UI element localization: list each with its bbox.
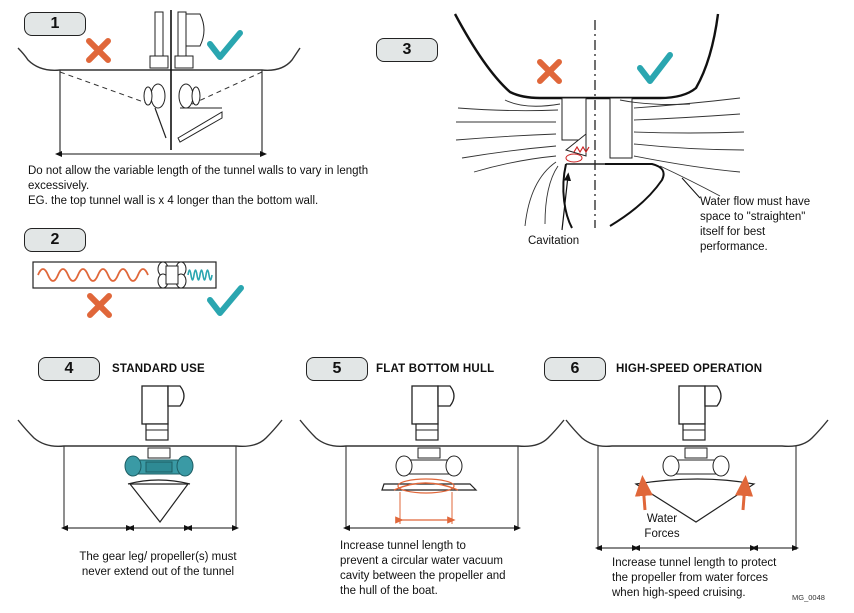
panel-6-heading: HIGH-SPEED OPERATION — [616, 363, 763, 375]
panel-1-number: 1 — [50, 15, 60, 32]
panel-6-forces-label-line: Water — [646, 513, 678, 525]
panel-5-caption: Increase tunnel length to prevent a circ… — [340, 539, 506, 599]
panel-1-caption-line: EG. the top tunnel wall is x 4 longer th… — [28, 195, 319, 207]
panel-4-caption: The gear leg/ propeller(s) must never ex… — [58, 550, 258, 580]
panel-3-drawing — [453, 13, 745, 231]
panel-6-number: 6 — [570, 360, 580, 377]
panel-1-check-icon — [207, 30, 243, 60]
panel-3-caption: Water flow must have space to "straighte… — [700, 195, 810, 255]
panel-4-number: 4 — [64, 360, 74, 377]
panel-3-number-badge: 3 — [376, 38, 438, 62]
panel-2-number: 2 — [50, 231, 60, 248]
panel-3-caption-line: Water flow must have — [700, 196, 811, 208]
panel-5-number-badge: 5 — [306, 357, 368, 381]
panel-6-forces-label: Water Forces — [638, 512, 686, 542]
panel-6-caption-line: Increase tunnel length to protect — [612, 557, 777, 569]
panel-5-caption-line: Increase tunnel length to — [340, 540, 466, 552]
panel-4-number-badge: 4 — [38, 357, 100, 381]
panel-1-drawing — [17, 10, 301, 157]
panel-3-number: 3 — [402, 41, 412, 58]
panel-1-caption-line: Do not allow the variable length of the … — [28, 165, 369, 177]
panel-5-drawing — [299, 385, 565, 531]
panel-2-check-icon — [207, 285, 244, 316]
panel-1-caption-line: excessively. — [28, 180, 90, 192]
panel-1-cross-icon — [86, 38, 111, 63]
panel-3-cross-icon — [537, 59, 562, 84]
panel-6-drawing — [565, 385, 829, 551]
panel-3-caption-line: space to "straighten" — [700, 211, 806, 223]
panel-6-caption-line: when high-speed cruising. — [612, 587, 746, 599]
panel-6-number-badge: 6 — [544, 357, 606, 381]
panel-1-number-badge: 1 — [24, 12, 86, 36]
panel-3-check-icon — [637, 52, 673, 84]
panel-4-caption-line: never extend out of the tunnel — [81, 566, 235, 578]
panel-6-caption: Increase tunnel length to protect the pr… — [612, 556, 776, 601]
panel-3-caption-line: performance. — [700, 241, 768, 253]
panel-2-number-badge: 2 — [24, 228, 86, 252]
panel-3-caption-line: itself for best — [700, 226, 766, 238]
panel-5-caption-line: prevent a circular water vacuum — [340, 555, 503, 567]
panel-6-forces-label-line: Forces — [644, 528, 680, 540]
panel-5-caption-line: cavity between the propeller and — [340, 570, 506, 582]
panel-6-caption-line: the propeller from water forces — [612, 572, 768, 584]
panel-5-number: 5 — [332, 360, 342, 377]
panel-5-caption-line: the hull of the boat. — [340, 585, 438, 597]
panel-4-caption-line: The gear leg/ propeller(s) must — [79, 551, 237, 563]
panel-2-drawing — [32, 261, 217, 289]
panel-4-heading: STANDARD USE — [112, 363, 205, 375]
panel-2-cross-icon — [87, 293, 112, 318]
figure-code: MG_0048 — [792, 593, 825, 602]
panel-1-caption: Do not allow the variable length of the … — [28, 164, 368, 209]
panel-5-heading: FLAT BOTTOM HULL — [376, 363, 495, 375]
panel-3-cavitation-label: Cavitation — [528, 235, 580, 247]
panel-4-drawing — [17, 385, 283, 531]
